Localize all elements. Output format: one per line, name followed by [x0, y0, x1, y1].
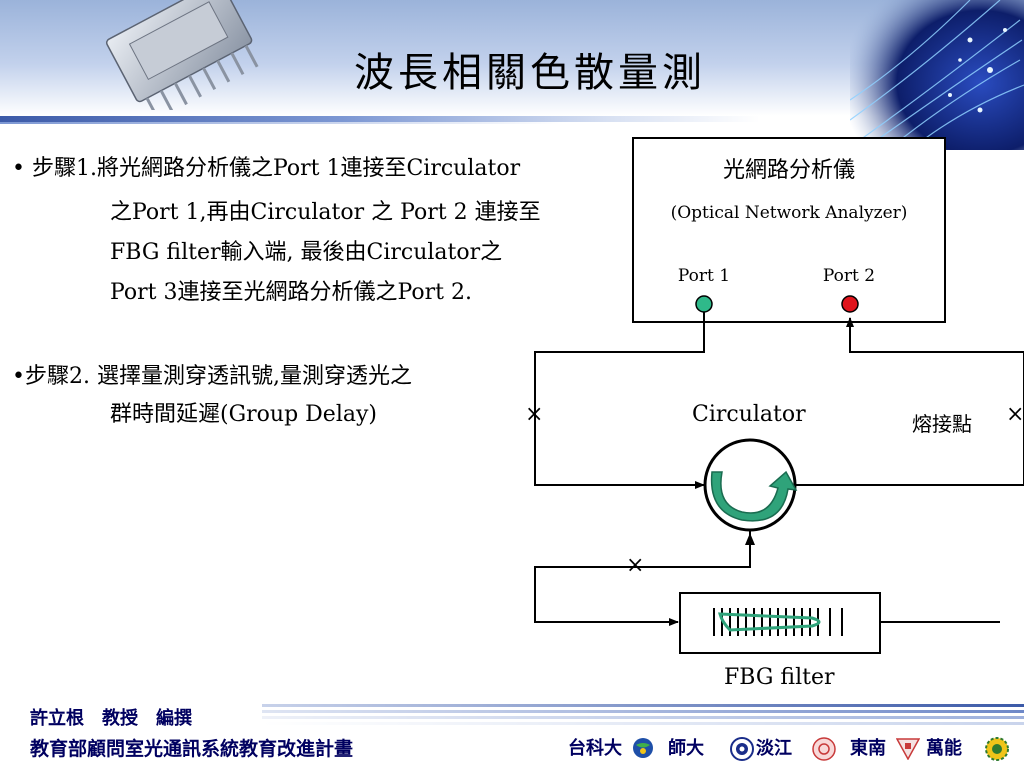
- globe-icon: [633, 738, 653, 758]
- fbg-label: FBG filter: [724, 665, 835, 690]
- circulator-arrow: [710, 470, 798, 522]
- footer-school-3: 淡江: [756, 738, 792, 759]
- footer-program: 教育部顧問室光通訊系統教育改進計畫: [30, 738, 354, 760]
- header-divider: [0, 116, 760, 122]
- footer-school-1: 台科大: [568, 738, 622, 759]
- circulator-label: Circulator: [692, 402, 806, 427]
- footer-author: 許立根 教授 編撰: [30, 708, 192, 729]
- fiber-circulator-to-fbg: [534, 530, 751, 626]
- footer-stripe-3: [262, 716, 1024, 719]
- port1-label: Port 1: [677, 266, 731, 286]
- footer-stripe-4: [262, 722, 1024, 725]
- step1-line4: Port 3連接至光網路分析儀之Port 2.: [110, 280, 473, 305]
- port2-connector: [841, 295, 859, 313]
- fiber-port1-to-circulator: [534, 312, 705, 489]
- step2-line1: •步驟2. 選擇量測穿透訊號,量測穿透光之: [12, 364, 412, 389]
- fiber-circulator-to-port2: [796, 318, 1024, 486]
- port2-label: Port 2: [822, 266, 876, 286]
- slide-title: 波長相關色散量測: [354, 50, 706, 96]
- footer-school-4: 東南: [850, 738, 886, 759]
- splice-label: 熔接點: [912, 412, 972, 436]
- fbg-filter-box: [679, 592, 881, 654]
- footer-school-5: 萬能: [926, 738, 962, 759]
- splice-mark-left: ×: [525, 402, 544, 427]
- analyzer-title: 光網路分析儀: [722, 158, 855, 183]
- step1-line2: 之Port 1,再由Circulator 之 Port 2 連接至: [110, 200, 541, 225]
- emblem-icon: [812, 737, 836, 761]
- port1-connector: [695, 295, 713, 313]
- header-divider-thin: [0, 122, 560, 124]
- triangle-emblem-icon: [896, 738, 920, 760]
- splice-mark-bottom: ×: [626, 553, 645, 578]
- fbg-reflection-arrow: [718, 612, 821, 632]
- footer-stripe-2: [262, 710, 1024, 713]
- step1-line3: FBG filter輸入端, 最後由Circulator之: [110, 240, 503, 265]
- splice-mark-right: ×: [1006, 402, 1024, 427]
- footer-stripe-1: [262, 704, 1024, 707]
- optical-network-analyzer-box: [632, 137, 946, 323]
- arrowhead-into-circulator: [745, 533, 755, 545]
- gear-emblem-icon: [985, 737, 1009, 761]
- step2-line2: 群時間延遲(Group Delay): [110, 402, 377, 427]
- analyzer-subtitle: (Optical Network Analyzer): [670, 203, 908, 223]
- optical-chip-image: [105, 0, 259, 110]
- school-seal-icon: [730, 737, 754, 761]
- fiber-optics-image: [850, 0, 1024, 150]
- step1-line1: • 步驟1.將光網路分析儀之Port 1連接至Circulator: [12, 156, 521, 181]
- footer-school-2: 師大: [668, 738, 704, 759]
